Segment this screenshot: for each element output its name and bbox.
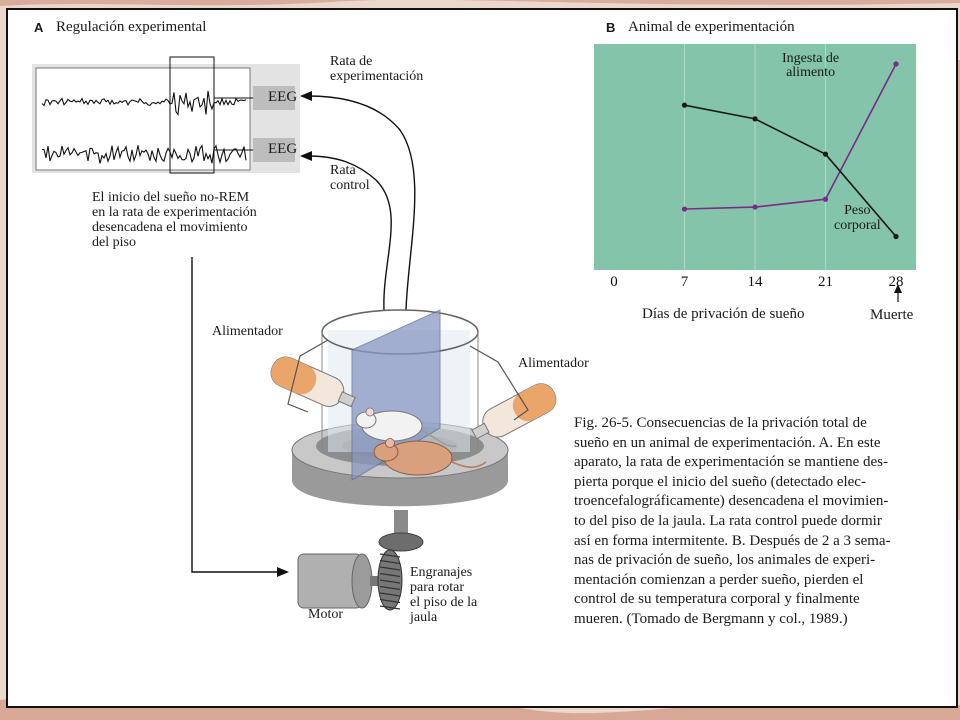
- sleep-deprivation-chart: 0 7 14 21 28: [594, 44, 916, 302]
- ingesta-label: Ingesta de alimento: [782, 51, 840, 80]
- muerte-arrowhead: [894, 284, 902, 293]
- engranajes-label: Engranajes para rotar el piso de la jaul…: [410, 565, 478, 625]
- arrowhead-experimental: [300, 91, 312, 101]
- arrowhead-motor: [277, 567, 289, 577]
- control-line-to-motor: [191, 257, 280, 573]
- x-tick-label: 14: [748, 274, 764, 290]
- x-tick-label: 7: [681, 274, 689, 290]
- x-tick-label: 0: [610, 274, 618, 290]
- data-point-peso: [681, 102, 688, 108]
- drive-shaft: [394, 510, 408, 536]
- series-line-peso: [684, 104, 897, 238]
- eeg-trace-experimental: [41, 90, 247, 116]
- motor-label: Motor: [308, 607, 343, 622]
- caption-line: pierta porque el inicio del sueño (detec…: [574, 473, 866, 490]
- x-tick-label: 28: [889, 274, 904, 290]
- arrowhead-control: [300, 151, 312, 161]
- chart-xlabel: Días de privación de sueño: [642, 306, 805, 322]
- rata-control-label: Rata control: [330, 163, 370, 193]
- peso-label: Peso corporal: [834, 203, 881, 233]
- caption-line: Fig. 26-5. Consecuencias de la privación…: [574, 415, 867, 431]
- apparatus-diagram: [32, 56, 557, 611]
- feeder-left: [270, 356, 356, 408]
- control-rat-brown: [373, 438, 487, 476]
- series-line-ingesta: [684, 63, 897, 210]
- wire-control-rat: [307, 155, 392, 311]
- eeg-trace-control: [42, 144, 247, 165]
- panel-b-title: Animal de experimentación: [628, 19, 795, 35]
- caption-line: así en forma intermitente. B. Después de…: [574, 532, 891, 549]
- data-point-peso: [822, 151, 829, 157]
- data-point-ingesta: [822, 196, 829, 202]
- figure-slide: A Regulación experimental: [6, 8, 958, 708]
- alimentador-left-label: Alimentador: [212, 324, 283, 339]
- panel-a-title: Regulación experimental: [56, 19, 207, 35]
- caption-line: aparato, la rata de experimentación se m…: [574, 454, 889, 471]
- wire-experimental-rat: [307, 95, 416, 311]
- caption-line: to del piso de la jaula. La rata control…: [574, 512, 882, 529]
- motor-body: [297, 553, 380, 609]
- shaft-gear: [378, 532, 424, 552]
- data-point-peso: [893, 233, 899, 240]
- bevel-gear: [377, 549, 403, 611]
- eeg-label-2: EEG: [268, 141, 298, 157]
- panel-b-letter: B: [606, 20, 616, 35]
- muerte-label: Muerte: [870, 307, 914, 323]
- sleep-onset-window: [169, 56, 215, 174]
- data-point-ingesta: [752, 204, 758, 210]
- figure-caption: Fig. 26-5. Consecuencias de la privación…: [574, 414, 891, 630]
- rata-experimentacion-label: Rata de experimentación: [330, 54, 424, 84]
- sleep-onset-note: El inicio del sueño no-REM en la rata de…: [92, 190, 257, 250]
- caption-line: mentación comienzan a perder sueño, pier…: [574, 571, 864, 588]
- caption-line: control de su temperatura corporal y fin…: [574, 591, 860, 608]
- data-point-ingesta: [893, 61, 899, 67]
- alimentador-right-label: Alimentador: [518, 356, 589, 371]
- experimental-rat-white: [355, 407, 457, 447]
- x-tick-label: 21: [818, 274, 833, 290]
- eeg-label-box-2: [253, 138, 295, 162]
- caption-line: mueren. (Tomado de Bergmann y col., 1989…: [574, 610, 848, 627]
- caption-line: nas de privación de sueño, los animales …: [574, 552, 876, 569]
- feeder-right: [471, 383, 557, 440]
- eeg-label-box-1: [253, 86, 295, 110]
- caption-line: sueño en un animal de experimentación. A…: [574, 434, 881, 451]
- data-point-peso: [752, 116, 758, 122]
- data-point-ingesta: [681, 206, 688, 212]
- eeg-label-1: EEG: [268, 89, 298, 105]
- panel-a-letter: A: [34, 20, 44, 35]
- caption-line: troencefalográficamente) desencadena el …: [574, 493, 889, 510]
